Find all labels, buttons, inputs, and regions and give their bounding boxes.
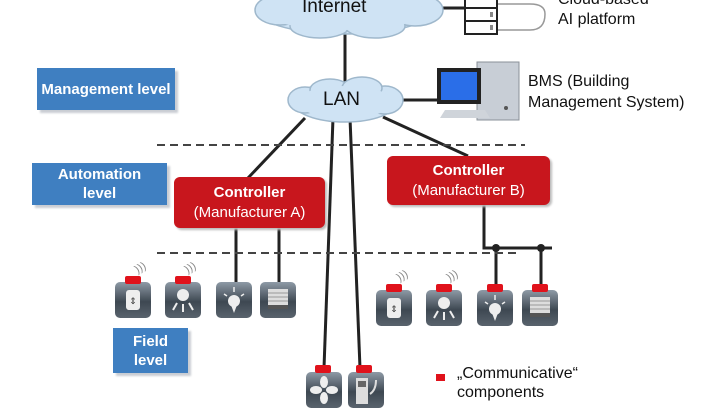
communicative-marker bbox=[487, 284, 503, 292]
controller-title: Controller bbox=[432, 161, 505, 179]
fan-icon bbox=[306, 372, 342, 408]
light-bulb-icon bbox=[216, 282, 252, 318]
internet-cloud-icon bbox=[254, 0, 444, 39]
controller-subtitle: (Manufacturer A) bbox=[193, 203, 306, 221]
charging-station-icon bbox=[348, 372, 384, 408]
switch-device-icon: ⇕ bbox=[376, 290, 412, 326]
svg-text:⇕: ⇕ bbox=[390, 304, 398, 314]
computer-icon bbox=[437, 61, 520, 121]
field-level-box: Field level bbox=[113, 328, 188, 373]
internet-label: Internet bbox=[302, 0, 367, 17]
light-bulb-icon bbox=[477, 290, 513, 326]
controller-manufacturer-b: Controller (Manufacturer B) bbox=[387, 156, 550, 205]
motion-sensor-icon bbox=[165, 282, 201, 318]
lan-cloud-icon bbox=[287, 76, 404, 123]
svg-text:⇕: ⇕ bbox=[129, 296, 137, 306]
controller-manufacturer-a: Controller (Manufacturer A) bbox=[174, 177, 325, 228]
lan-fan-link bbox=[322, 117, 335, 369]
lan-label: LAN bbox=[323, 89, 360, 110]
blind-icon bbox=[260, 282, 296, 318]
communicative-marker bbox=[175, 276, 191, 284]
communicative-marker bbox=[356, 365, 372, 373]
automation-level-box: Automation level bbox=[32, 163, 167, 205]
communicative-marker bbox=[436, 284, 452, 292]
lan-controller-b-link bbox=[382, 115, 469, 158]
server-icon bbox=[464, 0, 498, 35]
server-ai-link bbox=[497, 3, 546, 31]
bms-label-2: Management System) bbox=[528, 94, 685, 111]
lan-controller-a-link bbox=[246, 116, 307, 180]
communicative-marker bbox=[315, 365, 331, 373]
blind-icon bbox=[522, 290, 558, 326]
management-level-box: Management level bbox=[37, 68, 175, 110]
communicative-marker bbox=[386, 284, 402, 292]
switch-device-icon: ⇕ bbox=[115, 282, 151, 318]
legend-marker bbox=[436, 374, 445, 381]
legend-label-2: components bbox=[457, 384, 545, 401]
cloud-ai-label-2: AI platform bbox=[558, 11, 636, 28]
motion-sensor-icon bbox=[426, 290, 462, 326]
legend-label-1: „Communicative“ bbox=[457, 365, 578, 382]
communicative-marker bbox=[532, 284, 548, 292]
controller-subtitle: (Manufacturer B) bbox=[412, 181, 525, 199]
controller-title: Controller bbox=[213, 183, 286, 201]
cloud-ai-label-1: Cloud-based bbox=[558, 0, 649, 10]
bms-label-1: BMS (Building bbox=[528, 73, 630, 90]
communicative-marker bbox=[125, 276, 141, 284]
lan-charger-link bbox=[348, 117, 362, 369]
